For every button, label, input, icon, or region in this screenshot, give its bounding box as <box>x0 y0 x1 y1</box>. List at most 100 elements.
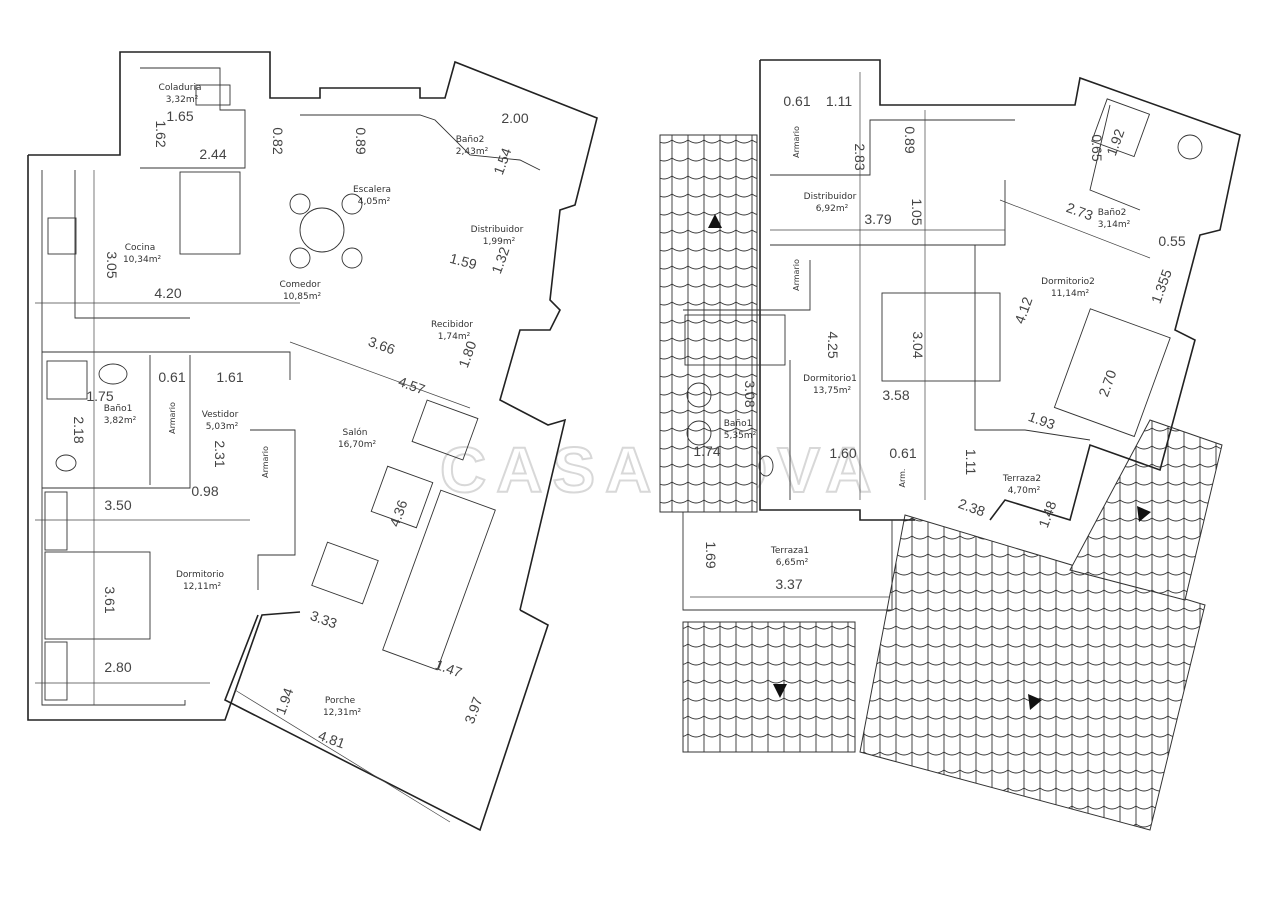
nightstand <box>44 491 68 551</box>
dimension-value: 0.55 <box>1158 233 1185 249</box>
room-area: 13,75m² <box>813 386 852 396</box>
dimension-value: 2.44 <box>199 146 226 162</box>
counter <box>179 171 241 255</box>
bed <box>881 292 1001 382</box>
room-area: 3,14m² <box>1098 220 1131 230</box>
chair <box>341 193 363 215</box>
closet-label: Armario <box>261 446 270 478</box>
room-area: 11,14m² <box>1051 289 1090 299</box>
outer-wall <box>28 51 598 611</box>
room-area: 1,99m² <box>483 237 516 247</box>
dimension-value: 0.61 <box>783 93 810 109</box>
armchair <box>411 399 479 461</box>
closet-label: Armario <box>792 259 801 291</box>
room-name: Baño2 <box>1098 208 1127 218</box>
interior-wall <box>300 114 541 171</box>
interior-wall <box>42 351 291 380</box>
dimension-value: 2.83 <box>852 143 868 170</box>
dimension-value: 0.61 <box>158 369 185 385</box>
room-name: Escalera <box>353 185 391 195</box>
sink <box>686 420 712 446</box>
dimension-value: 4.25 <box>825 331 841 358</box>
room-area: 1,74m² <box>438 332 471 342</box>
dimension-value: 1.355 <box>1148 267 1175 306</box>
room-name: Vestidor <box>202 410 239 420</box>
watermark: CASANOVA <box>440 434 882 506</box>
coffee-table <box>370 465 434 529</box>
sofa <box>382 489 496 671</box>
interior-wall <box>41 170 186 706</box>
dimension-value: 1.59 <box>448 250 479 273</box>
dimension-line <box>234 689 451 823</box>
dimension-value: 3.97 <box>461 695 485 726</box>
closet-label: Arm. <box>898 469 907 488</box>
dimension-value: 0.89 <box>902 126 918 153</box>
upper-floor-plan <box>659 59 1241 831</box>
interior-wall <box>42 355 191 489</box>
room-name: Dormitorio <box>176 570 224 580</box>
dimension-value: 3.66 <box>366 333 397 357</box>
dimension-value: 0.98 <box>191 483 218 499</box>
bed <box>1053 308 1171 438</box>
dimension-value: 1.54 <box>490 146 514 177</box>
interior-wall <box>74 170 190 319</box>
interior-wall <box>250 429 296 590</box>
dimension-value: 1.61 <box>216 369 243 385</box>
room-name: Salón <box>343 427 368 438</box>
closet-label: Armario <box>792 126 801 158</box>
dimension-value: 1.62 <box>153 120 169 147</box>
porch-outline <box>223 609 549 832</box>
dimension-value: 0.65 <box>1089 134 1105 161</box>
room-name: Terraza2 <box>1002 474 1041 484</box>
sink <box>1177 134 1203 160</box>
chair <box>289 247 311 269</box>
dimension-value: 2.31 <box>212 440 228 467</box>
dimension-value: 1.48 <box>1035 499 1059 530</box>
outer-wall <box>27 155 301 721</box>
interior-wall <box>770 119 1015 176</box>
dimension-value: 3.50 <box>104 497 131 513</box>
room-area: 10,34m² <box>123 255 162 265</box>
room-name: Recibidor <box>431 320 473 330</box>
shower <box>684 314 786 366</box>
roof-arrow-icon <box>708 214 722 228</box>
outer-wall <box>759 60 915 521</box>
room-name: Porche <box>325 696 356 706</box>
washer <box>195 84 231 106</box>
dimension-value: 1.47 <box>433 656 464 680</box>
room-area: 10,85m² <box>283 292 322 302</box>
room-name: Baño2 <box>456 135 485 145</box>
dimension-value: 2.00 <box>501 110 528 126</box>
room-name: Comedor <box>279 280 320 290</box>
sink <box>98 363 128 385</box>
dimension-value: 1.32 <box>488 245 512 276</box>
dimension-value: 2.38 <box>956 495 987 519</box>
room-name: Dormitorio1 <box>803 374 857 384</box>
room-name: Cocina <box>125 243 155 253</box>
dimension-value: 1.75 <box>86 388 113 404</box>
nightstand <box>44 641 68 701</box>
room-area: 2,43m² <box>456 147 489 157</box>
outer-wall <box>760 59 1241 522</box>
dimension-value: 0.89 <box>353 127 369 154</box>
dimension-value: 1.11 <box>826 93 852 109</box>
dimension-value: 3.08 <box>742 380 758 407</box>
ground-floor-plan <box>27 51 598 832</box>
interior-wall <box>974 245 1091 441</box>
toilet <box>55 454 77 472</box>
dimension-value: 1.94 <box>272 686 296 717</box>
interior-wall <box>140 67 246 169</box>
dimension-line <box>999 199 1151 259</box>
dimension-value: 3.61 <box>102 586 118 613</box>
room-area: 16,70m² <box>338 440 377 450</box>
dimension-value: 3.04 <box>910 331 926 358</box>
dimension-value: 4.20 <box>154 285 181 301</box>
roof-arrow-icon <box>1028 694 1042 710</box>
dimension-value: 2.18 <box>71 416 87 443</box>
interior-wall <box>1089 104 1141 211</box>
room-area: 12,11m² <box>183 582 222 592</box>
room-area: 12,31m² <box>323 708 362 718</box>
room-area: 5,35m² <box>724 431 757 441</box>
dimension-value: 4.12 <box>1011 295 1035 326</box>
